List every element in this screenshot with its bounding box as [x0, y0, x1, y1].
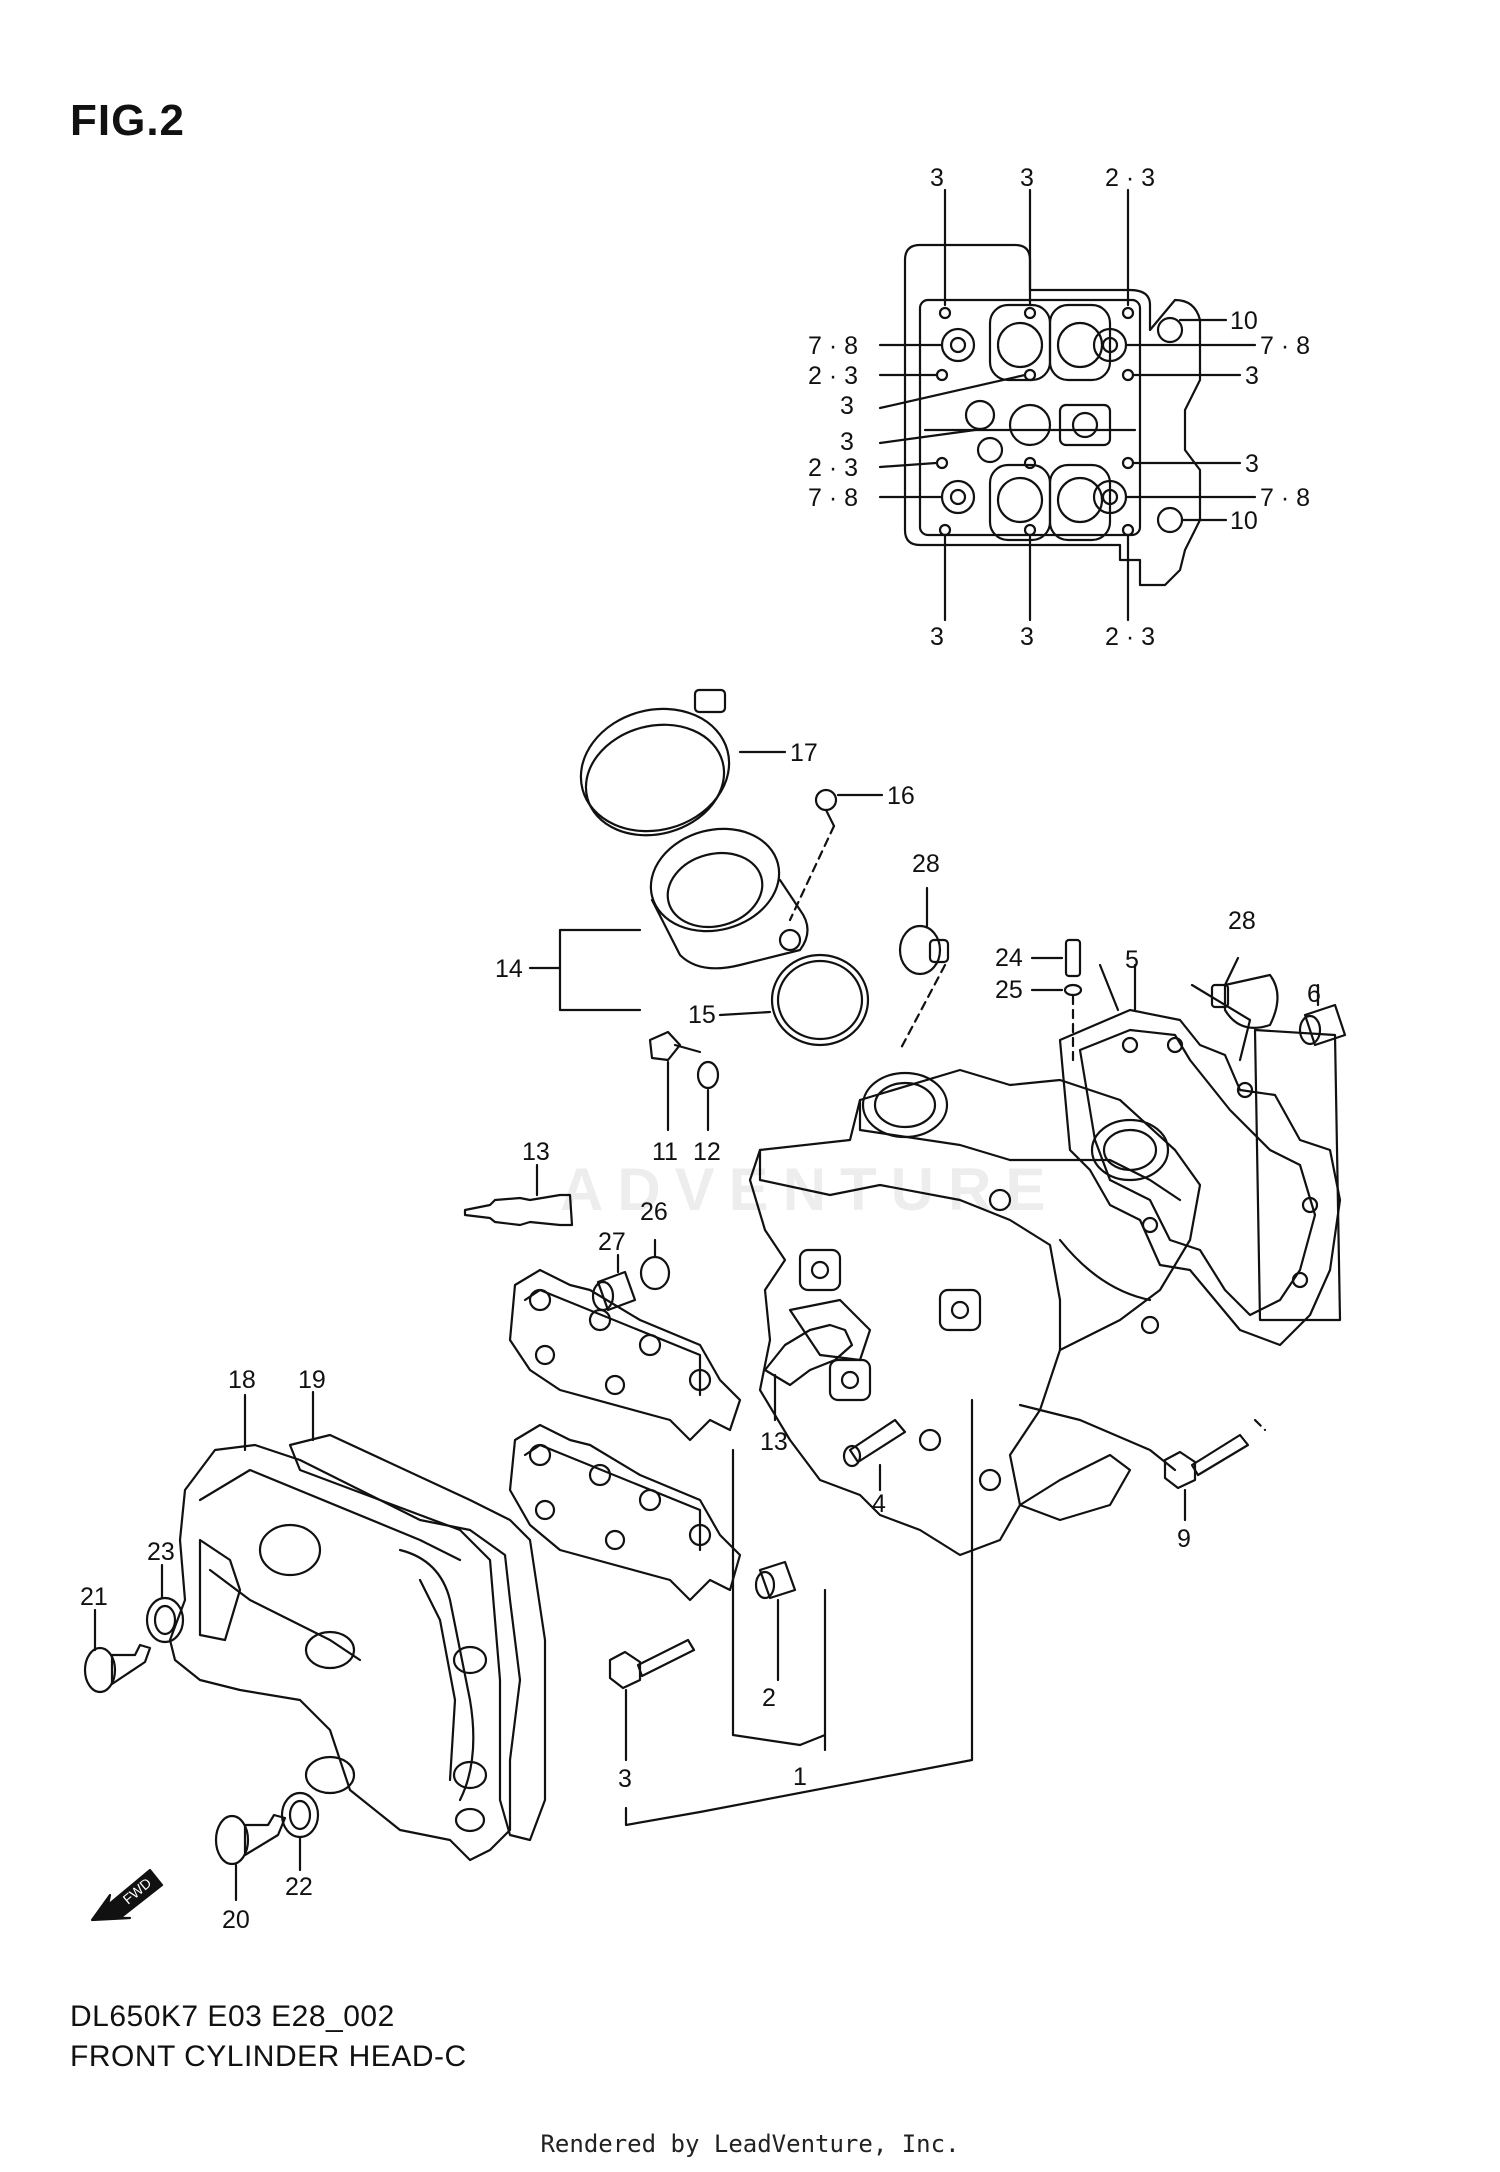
head-cover-18 [168, 1393, 522, 1862]
dowel-6 [1298, 983, 1347, 1047]
callout-bottom-3b: 3 [1020, 623, 1034, 651]
callout-3: 3 [618, 1765, 632, 1793]
callout-2: 2 [762, 1684, 776, 1712]
callout-26: 26 [640, 1198, 668, 1226]
callout-left-3b: 3 [840, 428, 854, 456]
forward-direction-arrow: FWD [90, 1868, 164, 1922]
side-plate [1253, 1028, 1342, 1322]
callout-13-upper: 13 [522, 1138, 550, 1166]
head-cover-gasket-19 [288, 1390, 547, 1842]
callout-labels: 3 3 2 · 3 7 · 8 2 · 3 3 3 2 · 3 7 · 8 10… [80, 164, 1321, 1934]
callout-23: 23 [147, 1538, 175, 1566]
figure-name-caption: FRONT CYLINDER HEAD-C [70, 2040, 467, 2073]
fitting-24-25 [1030, 938, 1083, 1062]
callout-bottom-3a: 3 [930, 623, 944, 651]
washer-26 [639, 1238, 671, 1291]
plug-28-left [898, 886, 950, 1052]
bolt-9 [1163, 1418, 1267, 1522]
callout-bottom-23: 2 · 3 [1105, 623, 1155, 651]
callout-1: 1 [793, 1763, 807, 1791]
callout-4: 4 [872, 1490, 886, 1518]
cam-journal-holder-lower [508, 1423, 742, 1602]
callout-right-10b: 10 [1230, 507, 1258, 535]
model-code-caption: DL650K7 E03 E28_002 [70, 2000, 395, 2033]
callout-right-78b: 7 · 8 [1260, 484, 1310, 512]
callout-top-3b: 3 [1020, 164, 1034, 192]
intake-clamp-17 [579, 688, 787, 837]
washer-12 [696, 1060, 720, 1132]
callout-18: 18 [228, 1366, 256, 1394]
callout-15: 15 [688, 1001, 716, 1029]
screw-16 [788, 788, 884, 922]
callout-right-3a: 3 [1245, 362, 1259, 390]
bolt-20 [214, 1813, 287, 1902]
bracket-14-15 [528, 928, 772, 1017]
callout-25: 25 [995, 976, 1023, 1004]
dowel-27 [591, 1253, 637, 1312]
bolt-3 [608, 1638, 696, 1762]
callout-right-3b: 3 [1245, 450, 1259, 478]
callout-22: 22 [285, 1873, 313, 1901]
callout-17: 17 [790, 739, 818, 767]
intake-pipe-14 [649, 827, 809, 970]
grommet-23 [145, 1563, 185, 1644]
cylinder-head-1 [748, 1068, 1202, 1557]
callout-11: 11 [652, 1138, 678, 1166]
callout-16: 16 [887, 782, 915, 810]
callout-leaders [1098, 963, 1120, 1012]
gasket-5 [1058, 963, 1342, 1347]
callout-9: 9 [1177, 1525, 1191, 1553]
bolt-11 [648, 1030, 702, 1132]
callout-21: 21 [80, 1583, 108, 1611]
callout-27: 27 [598, 1228, 626, 1256]
callout-left-3a: 3 [840, 392, 854, 420]
callout-5: 5 [1125, 946, 1139, 974]
callout-12: 12 [693, 1138, 721, 1166]
callout-19: 19 [298, 1366, 326, 1394]
figure-title: FIG.2 [70, 96, 186, 145]
callout-6: 6 [1307, 980, 1321, 1008]
callout-24: 24 [995, 944, 1023, 972]
watermark: ADVENTURE [560, 1156, 1060, 1223]
callout-right-10a: 10 [1230, 307, 1258, 335]
grommet-22 [280, 1791, 320, 1872]
rendered-by-footer: Rendered by LeadVenture, Inc. [540, 2130, 960, 2158]
callout-14: 14 [495, 955, 523, 983]
callout-left-23b: 2 · 3 [808, 454, 858, 482]
callout-top-23a: 2 · 3 [1105, 164, 1155, 192]
spark-plug-13-lower [763, 1323, 854, 1422]
callout-28-left: 28 [912, 850, 940, 878]
callout-28-right: 28 [1228, 907, 1256, 935]
stud-4 [842, 1418, 907, 1492]
spark-plug-13-upper [463, 1163, 574, 1227]
o-ring-15 [770, 953, 870, 1047]
callout-left-78b: 7 · 8 [808, 484, 858, 512]
callout-top-3a: 3 [930, 164, 944, 192]
callout-left-78a: 7 · 8 [808, 332, 858, 360]
cam-journal-holder-upper [508, 1268, 742, 1442]
callout-20: 20 [222, 1906, 250, 1934]
callout-left-23a: 2 · 3 [808, 362, 858, 390]
cylinder-head-top-view [878, 188, 1257, 622]
bolt-21 [83, 1608, 152, 1694]
bracket-1 [624, 1398, 974, 1827]
dowel-2 [754, 1560, 797, 1682]
callout-right-78a: 7 · 8 [1260, 332, 1310, 360]
callout-13-lower: 13 [760, 1428, 788, 1456]
